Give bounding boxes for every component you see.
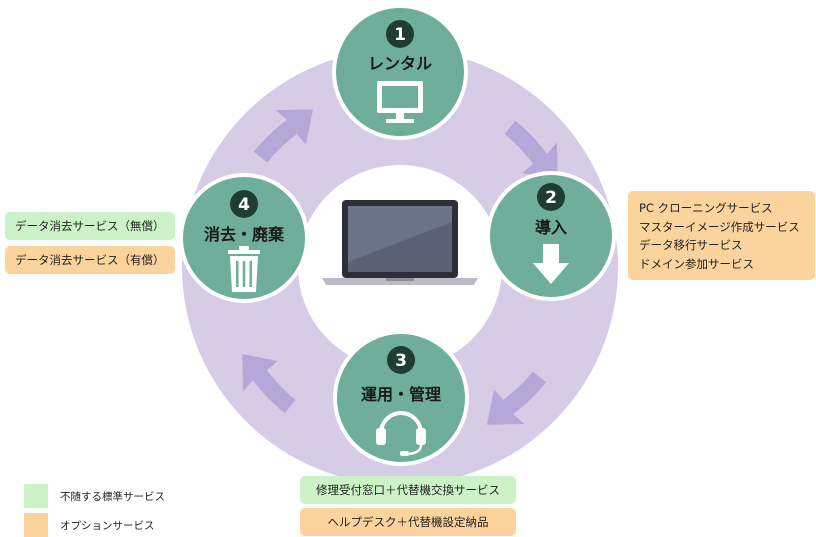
step-4-node: 4 消去・廃棄 bbox=[179, 173, 309, 303]
legend-standard-label: 不随する標準サービス bbox=[60, 491, 165, 503]
step-3-badge bbox=[387, 346, 415, 374]
step-4-standard-service: データ消去サービス（無償） bbox=[5, 212, 175, 240]
legend-standard-swatch bbox=[24, 484, 48, 508]
step-2-title: 導入 bbox=[535, 218, 567, 237]
trash-icon bbox=[228, 246, 260, 292]
down-arrow-icon bbox=[533, 244, 569, 284]
step-4-number: 4 bbox=[238, 195, 250, 215]
cycle-arrow-4-to-1 bbox=[253, 109, 314, 163]
option-item: マスターイメージ作成サービス bbox=[639, 219, 800, 234]
step-2-badge bbox=[537, 183, 565, 211]
step-2-option-services: PC クローニングサービス マスターイメージ作成サービス データ移行サービス ド… bbox=[628, 191, 815, 280]
headset-icon bbox=[376, 411, 426, 456]
legend-option-label: オプションサービス bbox=[60, 520, 155, 532]
step-1-node: 1 レンタル bbox=[332, 4, 468, 140]
step-3-standard-service: 修理受付窓口＋代替機交換サービス bbox=[300, 476, 516, 504]
option-item: ドメイン参加サービス bbox=[639, 256, 754, 271]
option-item: PC クローニングサービス bbox=[639, 201, 773, 215]
step-1-badge bbox=[386, 20, 414, 48]
step-2-number: 2 bbox=[545, 188, 557, 208]
step-3-number: 3 bbox=[395, 351, 407, 371]
monitor-icon bbox=[377, 81, 423, 123]
cycle-arrow-1-to-2 bbox=[504, 120, 558, 181]
step-3-option-service: ヘルプデスク＋代替機設定納品 bbox=[300, 508, 516, 536]
cycle-arrow-3-to-4 bbox=[242, 353, 296, 414]
step-4-badge bbox=[230, 190, 258, 218]
step-1-number: 1 bbox=[394, 25, 406, 45]
laptop-icon bbox=[322, 200, 478, 285]
legend-option-swatch bbox=[24, 513, 48, 537]
step-4-title: 消去・廃棄 bbox=[204, 225, 285, 244]
step-3-node: 3 運用・管理 bbox=[333, 330, 469, 466]
step-1-title: レンタル bbox=[368, 54, 432, 73]
step-3-title: 運用・管理 bbox=[361, 385, 441, 404]
cycle-arrow-2-to-3 bbox=[486, 371, 547, 425]
step-2-node: 2 導入 bbox=[486, 171, 616, 301]
option-item: データ移行サービス bbox=[639, 238, 743, 252]
step-4-option-service: データ消去サービス（有償） bbox=[5, 246, 175, 274]
